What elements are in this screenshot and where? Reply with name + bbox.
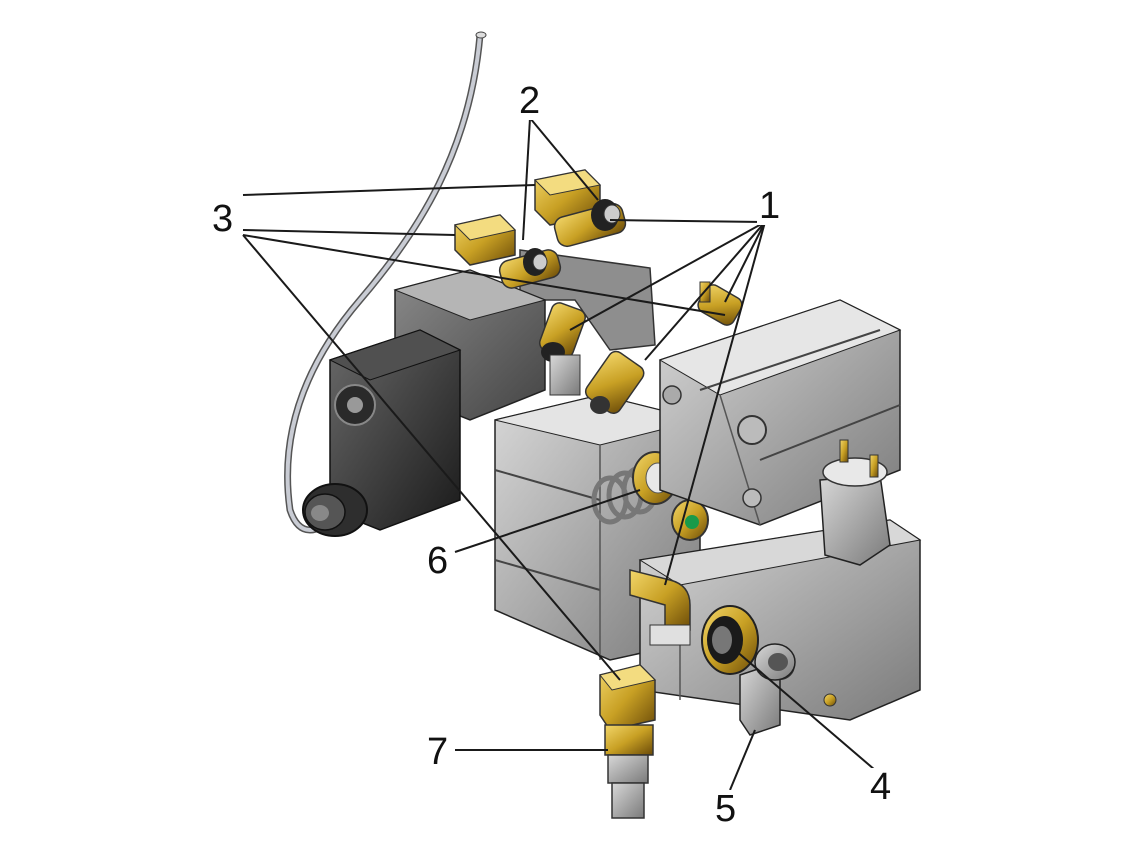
callout-3: 3: [210, 198, 236, 240]
callout-6: 6: [425, 540, 451, 582]
angled-connector: [739, 643, 796, 736]
push-in-fitting-upper: [553, 199, 627, 248]
elbow-fitting-bottom: [629, 569, 691, 646]
callout-2: 2: [517, 80, 543, 122]
callout-1: 1: [757, 185, 783, 227]
callout-4: 4: [868, 766, 894, 808]
bottom-fitting: [599, 664, 656, 819]
elbow-fitting-left: [538, 302, 586, 396]
pressure-switch: [819, 439, 891, 566]
leader-lines: [242, 117, 876, 791]
push-in-fitting-lower: [498, 248, 562, 289]
brass-connector-lower: [454, 214, 516, 266]
cable-gland: [302, 483, 368, 537]
callout-7: 7: [425, 731, 451, 773]
solenoid-valve: [302, 269, 547, 537]
elbow-fitting-middle: [584, 350, 645, 415]
callout-5: 5: [713, 788, 739, 830]
air-hose: [284, 31, 487, 534]
